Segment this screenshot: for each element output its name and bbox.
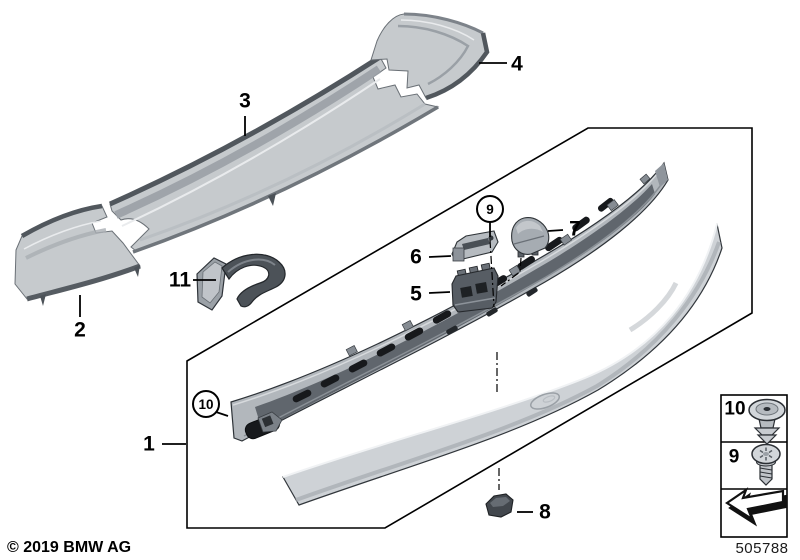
carrier-tabs	[345, 173, 651, 357]
part-11-hook	[196, 253, 286, 311]
callout-6[interactable]: 6	[410, 245, 422, 269]
part-1-silver-trim-strip	[282, 223, 723, 506]
alignment-lines	[489, 239, 522, 490]
expanding-rivet-icon	[748, 398, 786, 445]
circled-callout-9[interactable]: 9	[476, 195, 504, 223]
callout-2[interactable]: 2	[74, 318, 86, 342]
part-2-trim-panel-left	[14, 203, 141, 306]
leader-lines	[79, 62, 564, 513]
strip-oval-detail	[529, 392, 561, 410]
diagram-number: 505788	[735, 540, 789, 557]
part-1-carrier	[230, 161, 669, 442]
part-3-trim-panel-center	[108, 54, 440, 254]
part-4-trim-panel-right	[370, 12, 490, 101]
part-7-cover	[511, 217, 550, 258]
callout-11[interactable]: 11	[168, 268, 192, 292]
legend-row-9-label[interactable]: 9	[728, 446, 740, 468]
copyright-notice: © 2019 BMW AG	[7, 539, 132, 556]
callout-5[interactable]: 5	[410, 282, 422, 306]
installation-direction-arrow-icon	[725, 487, 787, 527]
circled-callout-10[interactable]: 10	[192, 390, 220, 418]
legend-box	[720, 394, 788, 538]
carrier-lower-slots	[446, 287, 538, 335]
callout-4[interactable]: 4	[511, 52, 523, 76]
callout-8[interactable]: 8	[539, 500, 551, 524]
circled-callout-10-label: 10	[198, 396, 214, 412]
part-8-cap	[485, 493, 514, 518]
circled-callout-9-label: 9	[486, 201, 494, 217]
part-1-group-border	[186, 127, 753, 529]
callout-1[interactable]: 1	[143, 432, 155, 456]
callout-3[interactable]: 3	[239, 89, 251, 113]
callout-7[interactable]: 7	[569, 217, 581, 241]
part-6-bracket	[451, 230, 499, 262]
legend-row-10-label[interactable]: 10	[724, 398, 746, 420]
part-5-connector	[451, 262, 499, 313]
torx-screw-icon	[751, 443, 781, 486]
